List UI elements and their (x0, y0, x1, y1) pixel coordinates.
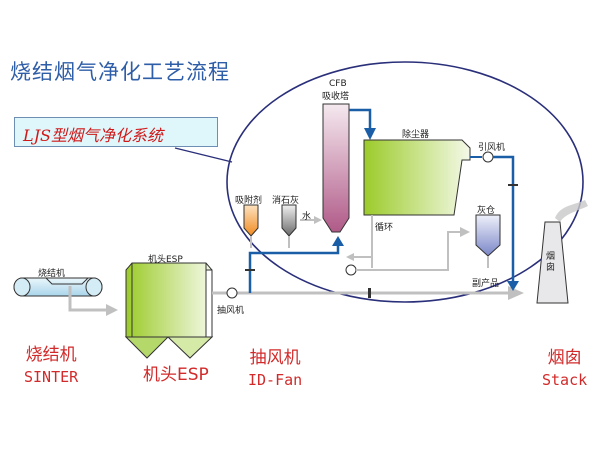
label-sinter-machine: 烧结机 (38, 269, 66, 279)
extraction-fan-icon (226, 287, 238, 299)
label-dust-collector: 除尘器 (402, 130, 430, 140)
cfb-absorber-shape (322, 103, 350, 233)
system-label: LJS型烟气净化系统 (14, 117, 218, 147)
label-cfb: CFB (329, 79, 347, 89)
smoke (555, 200, 588, 222)
stack-shape (536, 221, 569, 304)
label-extraction-fan: 抽风机 (217, 306, 245, 316)
label-recycle: 循环 (375, 223, 394, 233)
bottom-label-sinter-cn: 烧结机 (25, 345, 77, 365)
dust-collector-shape (363, 139, 471, 216)
head-esp-shape (124, 262, 214, 359)
label-slaked-lime: 消石灰 (272, 196, 300, 206)
lime-hopper (281, 204, 297, 237)
induced-fan-icon (482, 151, 494, 163)
label-absorber: 吸收塔 (322, 92, 350, 102)
label-ash-silo: 灰仓 (477, 206, 496, 216)
sinter-machine-shape (13, 277, 103, 297)
label-induced-fan: 引风机 (478, 143, 506, 153)
bottom-label-esp-cn: 机头ESP (143, 365, 209, 385)
bottom-label-stack-cn: 烟囱 (547, 348, 582, 368)
page-title: 烧结烟气净化工艺流程 (10, 60, 230, 84)
bottom-label-stack: 烟囱 Stack (542, 347, 587, 391)
callout-line (174, 147, 233, 163)
label-stack: 烟囱 (546, 252, 556, 273)
bottom-label-stack-en: Stack (542, 371, 588, 389)
bottom-label-sinter-en: SINTER (24, 368, 79, 386)
adsorbent-hopper (243, 204, 259, 237)
bottom-label-sinter: 烧结机 SINTER (24, 344, 78, 388)
label-adsorbent: 吸附剂 (235, 196, 263, 206)
bottom-label-esp: 机头ESP (143, 364, 209, 386)
bottom-label-idfan: 抽风机 ID-Fan (248, 347, 302, 391)
label-head-esp: 机头ESP (148, 255, 183, 265)
ash-silo-shape (475, 214, 501, 257)
bottom-label-idfan-cn: 抽风机 (249, 348, 301, 368)
label-water: 水 (302, 212, 312, 222)
label-byproduct: 副产品 (472, 279, 500, 289)
bottom-label-idfan-en: ID-Fan (248, 371, 303, 389)
system-boundary-ellipse (226, 61, 584, 303)
